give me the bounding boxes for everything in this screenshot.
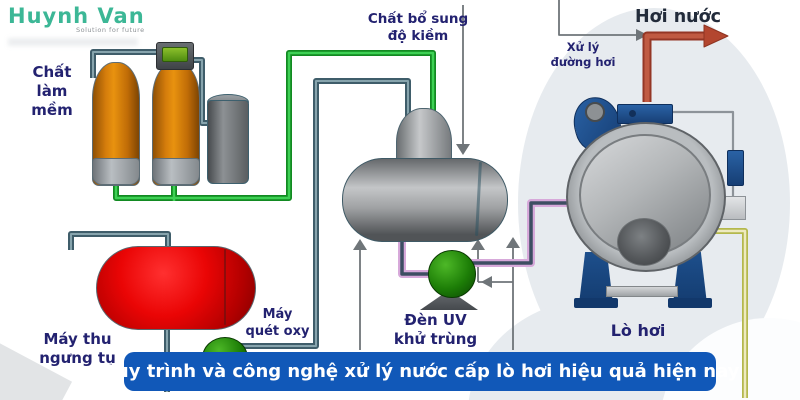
- label-softener: Chất làm mềm: [31, 63, 73, 120]
- boiler-side-device: [727, 150, 744, 186]
- title-banner: Quy trình và công nghệ xử lý nước cấp lò…: [101, 352, 739, 391]
- label-oxygen-scavenger: Máy quét oxy: [245, 307, 310, 339]
- label-condensate-receiver: Máy thu ngưng tụ: [39, 330, 116, 368]
- arrowheads: [353, 29, 648, 288]
- yellow-pipe: [714, 228, 748, 398]
- boiler-lug-hole: [585, 102, 605, 122]
- boiler-foot-right: [668, 298, 712, 308]
- deaerator-tank: [342, 158, 508, 242]
- condensate-tank: [96, 246, 256, 330]
- label-steam-line-treatment: Xử lý đường hơi: [550, 40, 616, 69]
- boiler-stand-bar: [606, 286, 678, 297]
- boiler-foot-left: [574, 298, 618, 308]
- softener-tank-1-base: [92, 158, 140, 185]
- faint-watermark: [8, 38, 138, 46]
- label-alkalinity-dosing: Chất bổ sung độ kiềm: [367, 11, 469, 45]
- softener-tank-2-base: [152, 158, 200, 185]
- pink-pipes: [398, 199, 582, 278]
- valve-display-screen: [162, 47, 188, 62]
- label-boiler: Lò hơi: [610, 321, 666, 340]
- steam-pipe: [642, 24, 729, 102]
- brand-name: Huynh Van: [8, 4, 145, 28]
- condensate-tank-seam: [224, 249, 226, 325]
- brand-tagline: Solution for future: [76, 26, 145, 34]
- boiler-top-bracket: [617, 104, 673, 124]
- title-banner-text: Quy trình và công nghệ xử lý nước cấp lò…: [100, 361, 740, 382]
- brand-logo: Huynh Van Solution for future: [8, 4, 145, 34]
- uv-pump: [428, 250, 476, 298]
- boiler-burner-opening: [617, 218, 671, 266]
- label-uv-lamp: Đèn UV khử trùng: [393, 311, 478, 349]
- boiler-bracket-hole: [629, 110, 636, 117]
- brine-tank: [207, 100, 249, 184]
- label-steam: Hơi nước: [634, 7, 722, 27]
